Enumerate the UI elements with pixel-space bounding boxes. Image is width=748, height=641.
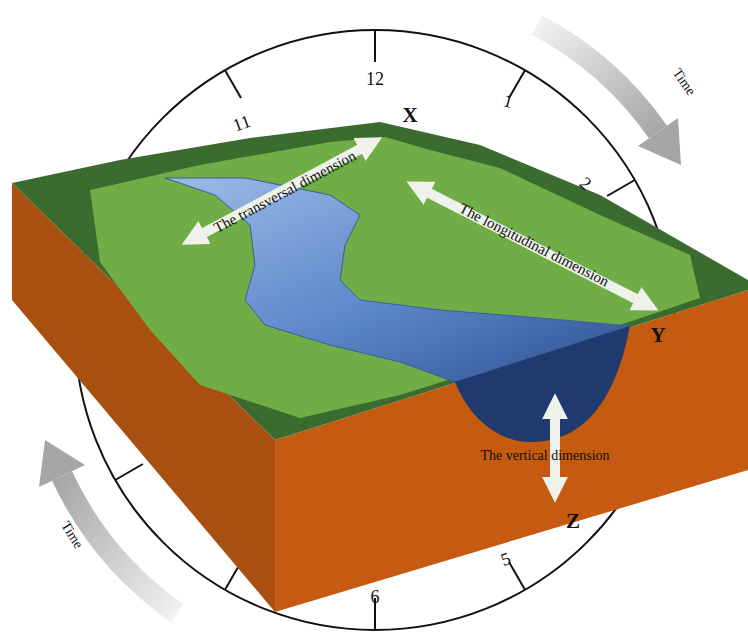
top-surface	[12, 122, 748, 440]
clock-number: 5	[498, 549, 513, 571]
point-letter: Y	[650, 324, 665, 347]
clock-number: 6	[371, 588, 380, 608]
time-arrowhead	[39, 440, 85, 487]
clock-number: 1	[501, 91, 515, 112]
time-arrowhead	[638, 118, 681, 165]
time-arrow	[537, 25, 658, 132]
point-letter: X	[402, 104, 417, 127]
vertical-arrow	[550, 414, 560, 482]
dimension-label: The vertical dimension	[480, 448, 609, 463]
river-cross-section	[455, 326, 630, 442]
time-label: Time	[669, 66, 698, 99]
longitudinal-arrow	[425, 191, 640, 301]
clock-number: 12	[366, 70, 384, 90]
point-letter: Z	[566, 510, 580, 533]
clock-number: 11	[230, 112, 253, 137]
